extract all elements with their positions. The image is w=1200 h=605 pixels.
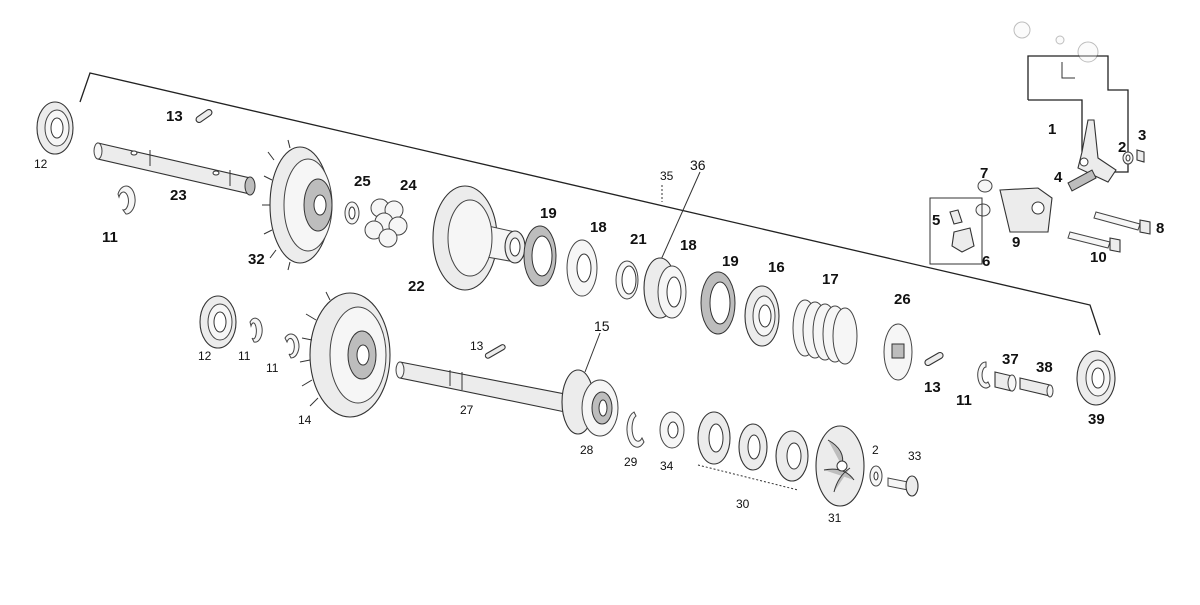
label-13-right: 13 [924, 379, 941, 396]
bearing-16 [744, 285, 780, 347]
label-31: 31 [828, 511, 842, 525]
clutch-drum-22 [432, 185, 526, 291]
bearing-12-lower [199, 295, 237, 349]
label-24: 24 [400, 177, 417, 194]
needle-bearing-19b [700, 271, 736, 335]
label-22: 22 [408, 278, 425, 295]
leader-36 [659, 171, 701, 263]
hub-28 [561, 369, 619, 437]
circlip-11-upper [117, 185, 136, 215]
label-11-upper: 11 [102, 229, 118, 246]
gear-14 [299, 291, 391, 418]
label-18-upper: 18 [590, 219, 607, 236]
washer-2-lower [869, 465, 883, 487]
impeller-31 [815, 425, 865, 507]
circlip-11-lower-a [249, 317, 263, 343]
bearing-39 [1076, 350, 1116, 406]
washer-25 [344, 201, 360, 225]
part-labels: 1 2 3 4 7 5 6 9 8 10 12 13 23 11 32 25 2… [34, 108, 1164, 525]
label-12-lower: 12 [198, 349, 212, 363]
label-36: 36 [690, 157, 706, 173]
label-11-lower-a: 11 [238, 349, 251, 363]
pin-38 [1019, 377, 1054, 398]
label-2: 2 [1118, 139, 1126, 156]
label-39: 39 [1088, 411, 1105, 428]
leader-15 [584, 332, 601, 373]
label-19-upper: 19 [540, 205, 557, 222]
label-11-right: 11 [956, 392, 972, 409]
shaft-27 [395, 361, 571, 414]
label-13-lower: 13 [470, 339, 484, 353]
shaft-23 [93, 142, 256, 196]
label-29: 29 [624, 455, 638, 469]
plate-26 [883, 323, 913, 381]
label-37: 37 [1002, 351, 1019, 368]
label-26: 26 [894, 291, 911, 308]
washer-18a [566, 239, 598, 297]
label-35: 35 [660, 169, 674, 183]
label-10: 10 [1090, 249, 1107, 266]
label-19-lower: 19 [722, 253, 739, 270]
label-38: 38 [1036, 359, 1053, 376]
label-16: 16 [768, 259, 785, 276]
label-25: 25 [354, 173, 371, 190]
needle-bearing-19a [523, 225, 557, 287]
label-11-lower-b: 11 [266, 361, 279, 375]
label-30: 30 [736, 497, 750, 511]
ring-21 [615, 260, 639, 300]
label-23: 23 [170, 187, 187, 204]
bolt-8 [1093, 211, 1151, 235]
assembly-bracket-upper [79, 72, 1101, 336]
bracket-9 [999, 187, 1053, 233]
screw-33 [887, 475, 919, 497]
pin-13-upper [195, 109, 213, 123]
spring-4 [1067, 169, 1097, 192]
pin-13-right [924, 351, 944, 367]
balls-24 [364, 198, 408, 248]
gear-32 [262, 139, 333, 271]
leader-30 [697, 464, 799, 491]
bearing-12-upper [36, 101, 74, 155]
label-21: 21 [630, 231, 647, 248]
bolt-10 [1067, 231, 1121, 253]
label-1: 1 [1048, 121, 1056, 138]
label-4: 4 [1054, 169, 1063, 186]
label-17: 17 [822, 271, 839, 288]
label-5: 5 [932, 212, 940, 229]
lever-assembly [1013, 21, 1129, 183]
sleeve-37 [994, 371, 1017, 392]
circlip-11-right [977, 361, 991, 389]
label-28: 28 [580, 443, 594, 457]
label-12-upper: 12 [34, 157, 48, 171]
seals-30 [697, 411, 809, 482]
label-33: 33 [908, 449, 922, 463]
spring-17 [792, 299, 858, 365]
label-7: 7 [980, 165, 988, 182]
label-2-lower: 2 [872, 443, 879, 457]
washer-34 [659, 411, 685, 449]
washer-2-top [1122, 151, 1134, 165]
label-34: 34 [660, 459, 674, 473]
label-6: 6 [982, 253, 990, 270]
label-27: 27 [460, 403, 474, 417]
label-9: 9 [1012, 234, 1020, 251]
label-8: 8 [1156, 220, 1164, 237]
label-14: 14 [298, 413, 312, 427]
label-32: 32 [248, 251, 265, 268]
label-15: 15 [594, 318, 610, 334]
circlip-11-lower-b [284, 333, 300, 359]
box-5-6 [929, 197, 983, 265]
pin-13-lower [484, 344, 506, 359]
label-3: 3 [1138, 127, 1146, 144]
circlip-29 [626, 411, 645, 448]
label-13-upper: 13 [166, 108, 183, 125]
caps-7 [975, 179, 993, 217]
nut-3 [1136, 149, 1145, 163]
label-18-lower: 18 [680, 237, 697, 254]
bushing-36 [643, 257, 687, 319]
